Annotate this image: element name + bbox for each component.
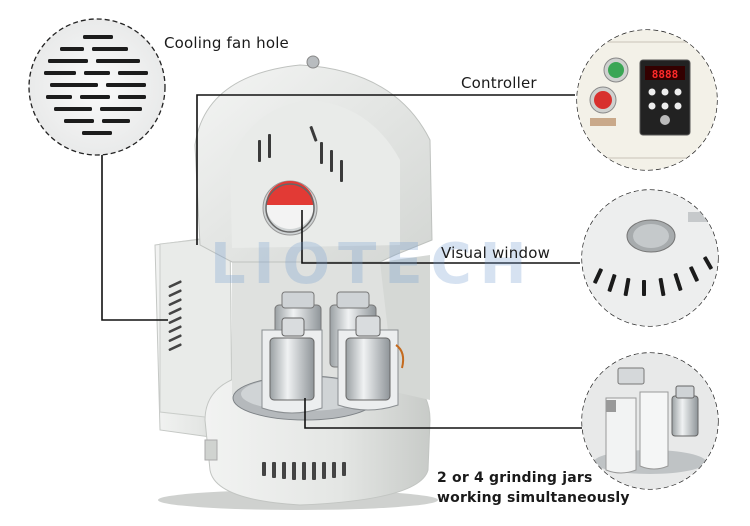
label-grinding-jars: 2 or 4 grinding jars working simultaneou… bbox=[437, 468, 630, 508]
label-controller: Controller bbox=[461, 74, 537, 92]
callout-leader-lines bbox=[101, 94, 582, 429]
brand-watermark: LIOTECH bbox=[210, 232, 535, 297]
detail-visual-window bbox=[581, 189, 719, 327]
detail-grinding-jars bbox=[581, 352, 719, 490]
grinding-jar-front bbox=[261, 315, 399, 414]
planetary-ball-mill bbox=[154, 55, 438, 510]
label-cooling-fan-hole: Cooling fan hole bbox=[164, 34, 289, 52]
controller-display: 8888 bbox=[652, 68, 679, 81]
label-grinding-jars-line1: 2 or 4 grinding jars bbox=[437, 470, 593, 486]
detail-cooling-fan-hole bbox=[28, 18, 166, 156]
label-visual-window: Visual window bbox=[441, 244, 551, 262]
lid-visual-window bbox=[262, 180, 318, 236]
label-grinding-jars-line2: working simultaneously bbox=[437, 490, 630, 506]
side-vent-holes bbox=[168, 280, 182, 351]
detail-controller: 8888 bbox=[576, 29, 718, 171]
